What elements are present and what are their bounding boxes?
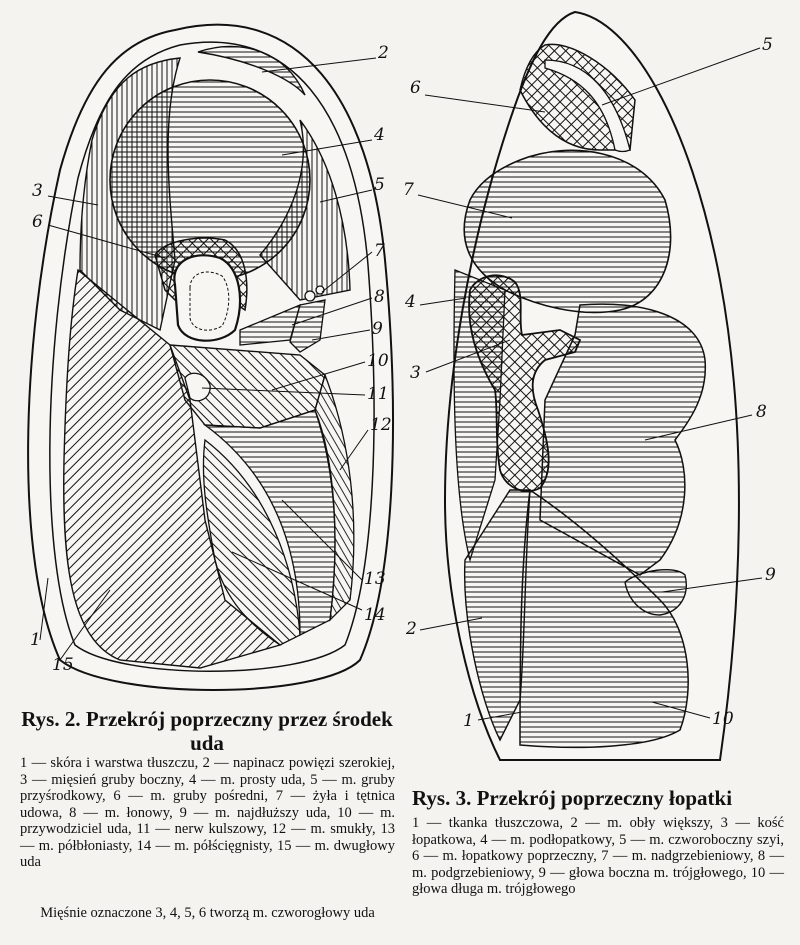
fig2-label-7: 7 [374,241,385,261]
figure-2-note: Mięśnie oznaczone 3, 4, 5, 6 tworzą m. c… [40,905,375,921]
fig3-label-5: 5 [762,35,773,55]
thigh-inner-boundary [49,41,375,672]
figure-3-legend: 1 — tkanka tłuszczowa, 2 — m. obły więks… [412,815,784,897]
figure-2-legend: 1 — skóra i warstwa tłuszczu, 2 — napina… [20,755,395,870]
muscle-semitendinosus [202,438,301,646]
figure-3-leader-lines [417,47,763,721]
fig3-label-6: 6 [410,78,421,98]
femur-bone [173,254,242,342]
muscle-triceps-lateral-head [624,569,687,616]
figure-2-title: Rys. 2. Przekrój poprzeczny przez środek… [21,707,393,755]
fig2-label-9: 9 [372,319,383,339]
fig3-label-2: 2 [405,619,417,639]
fig2-label-5: 5 [374,175,385,195]
muscle-infraspinatus [539,303,707,576]
fig3-label-4: 4 [404,292,416,312]
fig2-label-1: 1 [30,630,41,650]
fig3-label-9: 9 [765,565,776,585]
fig2-label-13: 13 [364,569,386,589]
fig2-label-15: 15 [52,655,74,675]
fig2-label-3: 3 [32,181,43,201]
fig2-label-12: 12 [370,415,392,435]
muscle-semimembranosus [202,409,336,637]
muscle-scapular-transverse [519,43,636,151]
muscle-triceps-long-head [519,488,689,749]
muscle-biceps-femoris [63,268,282,669]
fig3-label-8: 8 [756,402,767,422]
figure-3-title: Rys. 3. Przekrój poprzeczny łopatki [412,786,733,810]
femoral-artery [315,285,325,295]
sciatic-nerve [184,372,211,402]
fig2-label-11: 11 [367,384,389,404]
muscle-gracilis [314,372,355,622]
femoral-vein [304,290,316,302]
scapula-bone [468,274,582,492]
figure-2-leader-lines [39,57,377,661]
fig3-label-7: 7 [403,180,414,200]
fig3-label-3: 3 [410,363,421,383]
fig2-label-4: 4 [373,125,385,145]
fig3-label-10: 10 [712,709,734,729]
fig2-label-14: 14 [364,605,386,625]
fig2-label-6: 6 [32,212,43,232]
fig3-label-1: 1 [463,711,474,731]
muscle-tensor-fasciae-latae [197,45,306,96]
figure-2-thigh-section: 2 4 3 5 6 7 8 9 10 11 12 13 14 1 15 [27,23,394,691]
femur-marrow [189,271,230,331]
muscle-trapezius-cervical [544,59,631,153]
fig2-label-8: 8 [374,287,385,307]
fig2-label-10: 10 [367,351,389,371]
fig2-label-2: 2 [377,43,389,63]
figure-3-scapula-section: 5 6 7 4 3 8 9 2 1 10 [403,10,776,761]
